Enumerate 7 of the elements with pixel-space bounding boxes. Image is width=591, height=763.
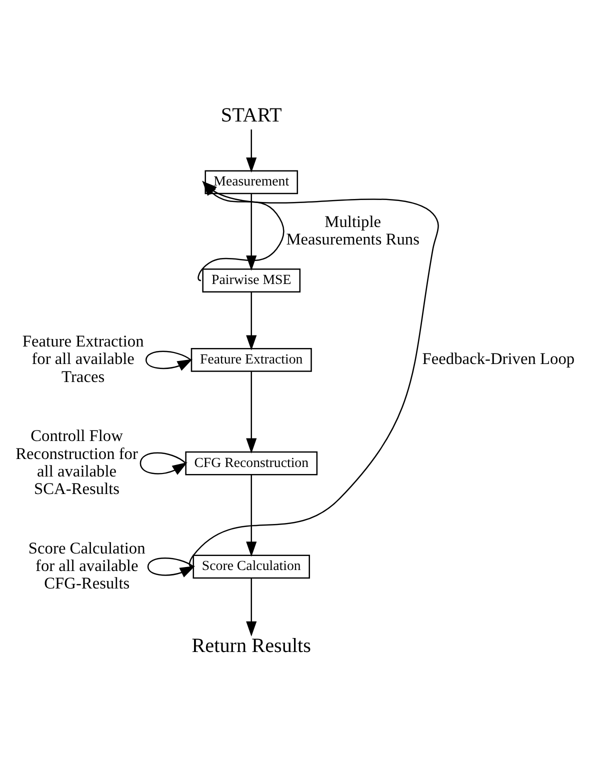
edge-label: Feature Extraction for all available Traces	[22, 331, 144, 386]
edge-label: Score Calculation for all available CFG-Results	[28, 538, 146, 592]
node-text: START	[220, 104, 282, 126]
edge-label: Multiple Measurements Runs	[286, 211, 420, 248]
node-text: Return Results	[192, 634, 312, 657]
edge-label: Controll Flow Reconstruction for all available SCA-Results	[16, 426, 138, 498]
edge-label: Feedback-Driven Loop	[422, 348, 575, 368]
